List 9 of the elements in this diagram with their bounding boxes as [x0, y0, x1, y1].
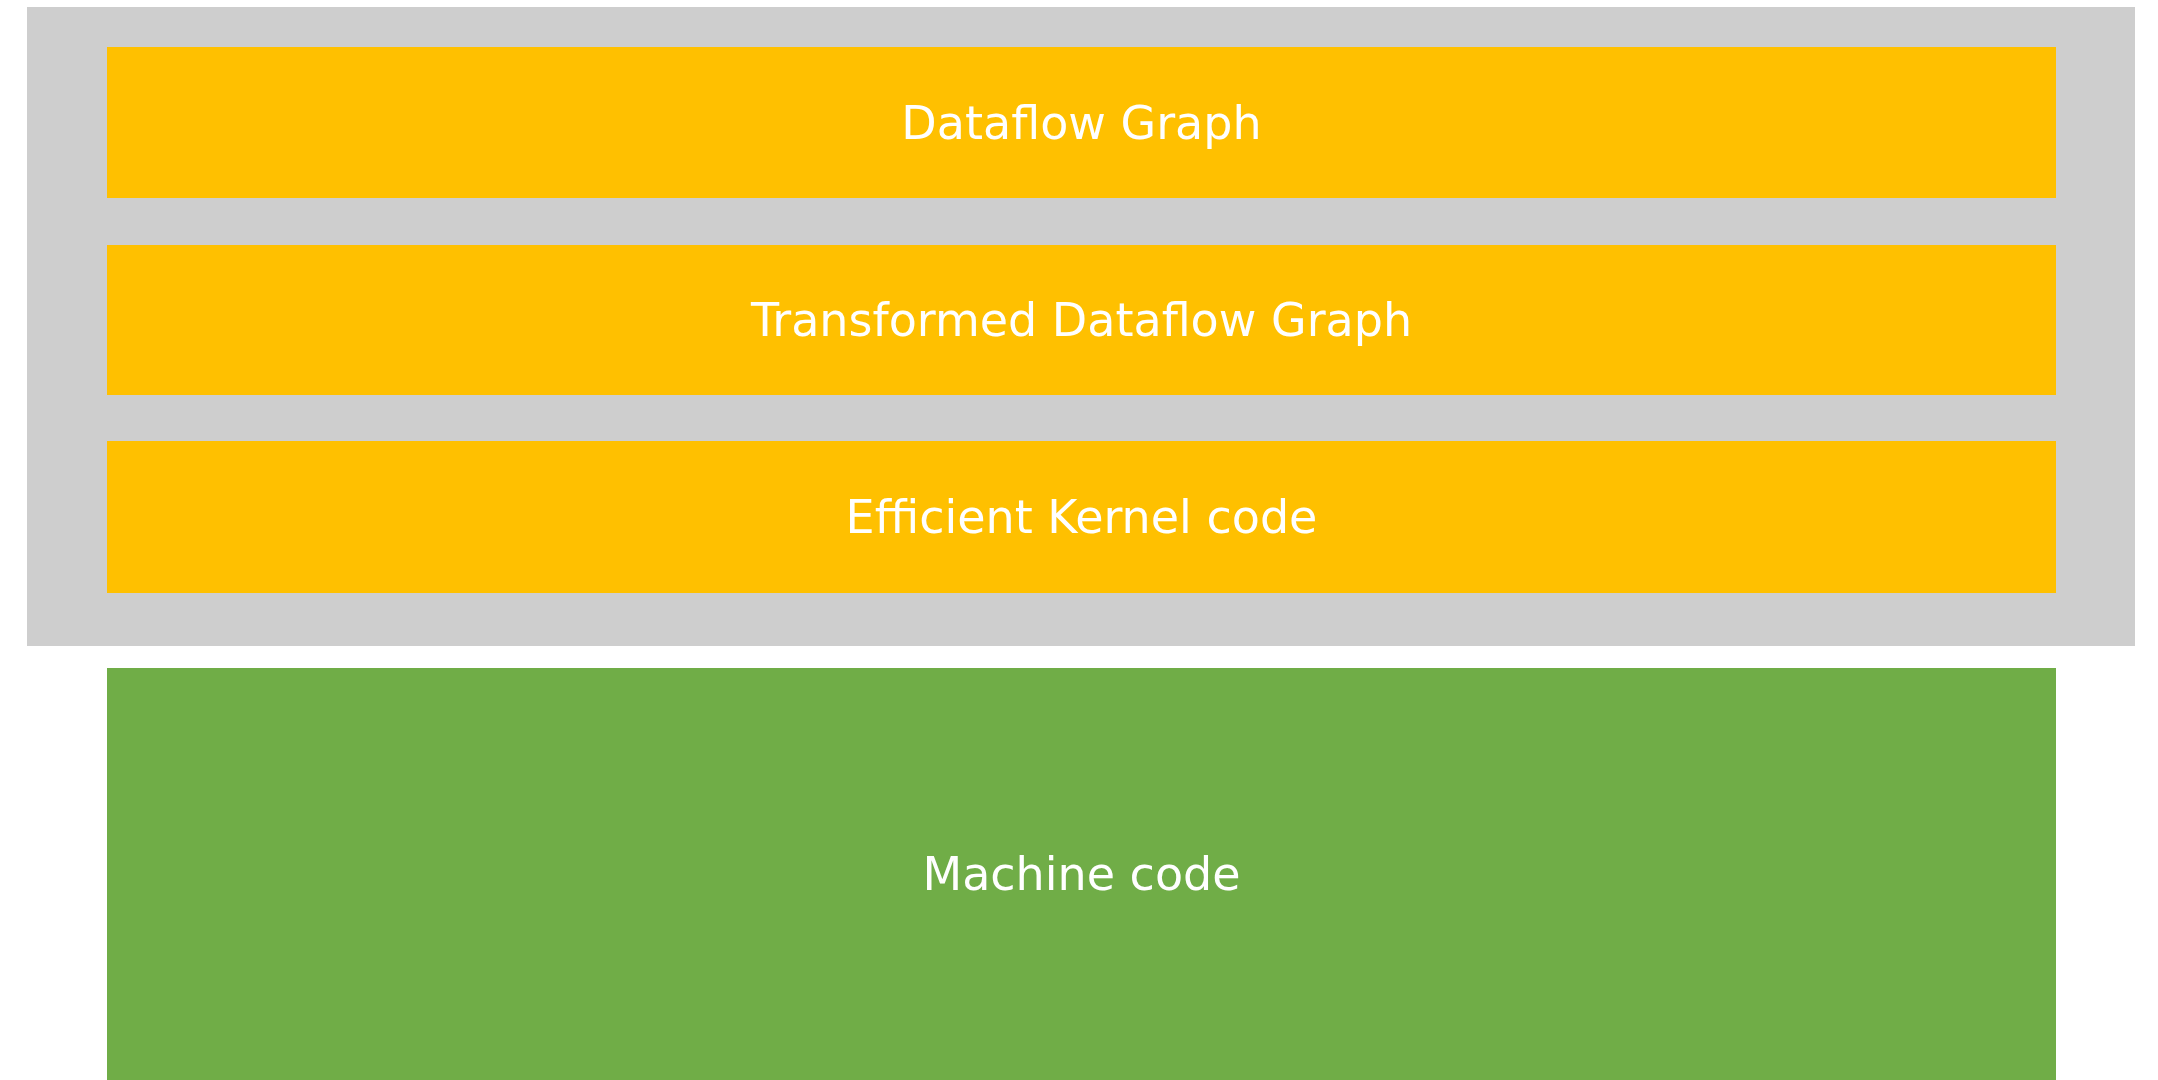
- layer-label: Transformed Dataflow Graph: [750, 293, 1413, 347]
- layer-box: [107, 668, 2056, 1080]
- layer-label: Dataflow Graph: [901, 95, 1262, 150]
- layer-label: Efficient Kernel code: [845, 490, 1318, 544]
- layer-box: [107, 245, 2056, 395]
- layer-box: [107, 47, 2056, 198]
- layer-label: Machine code: [922, 847, 1241, 901]
- layer-box: [107, 441, 2056, 593]
- panel-background: [27, 7, 2135, 646]
